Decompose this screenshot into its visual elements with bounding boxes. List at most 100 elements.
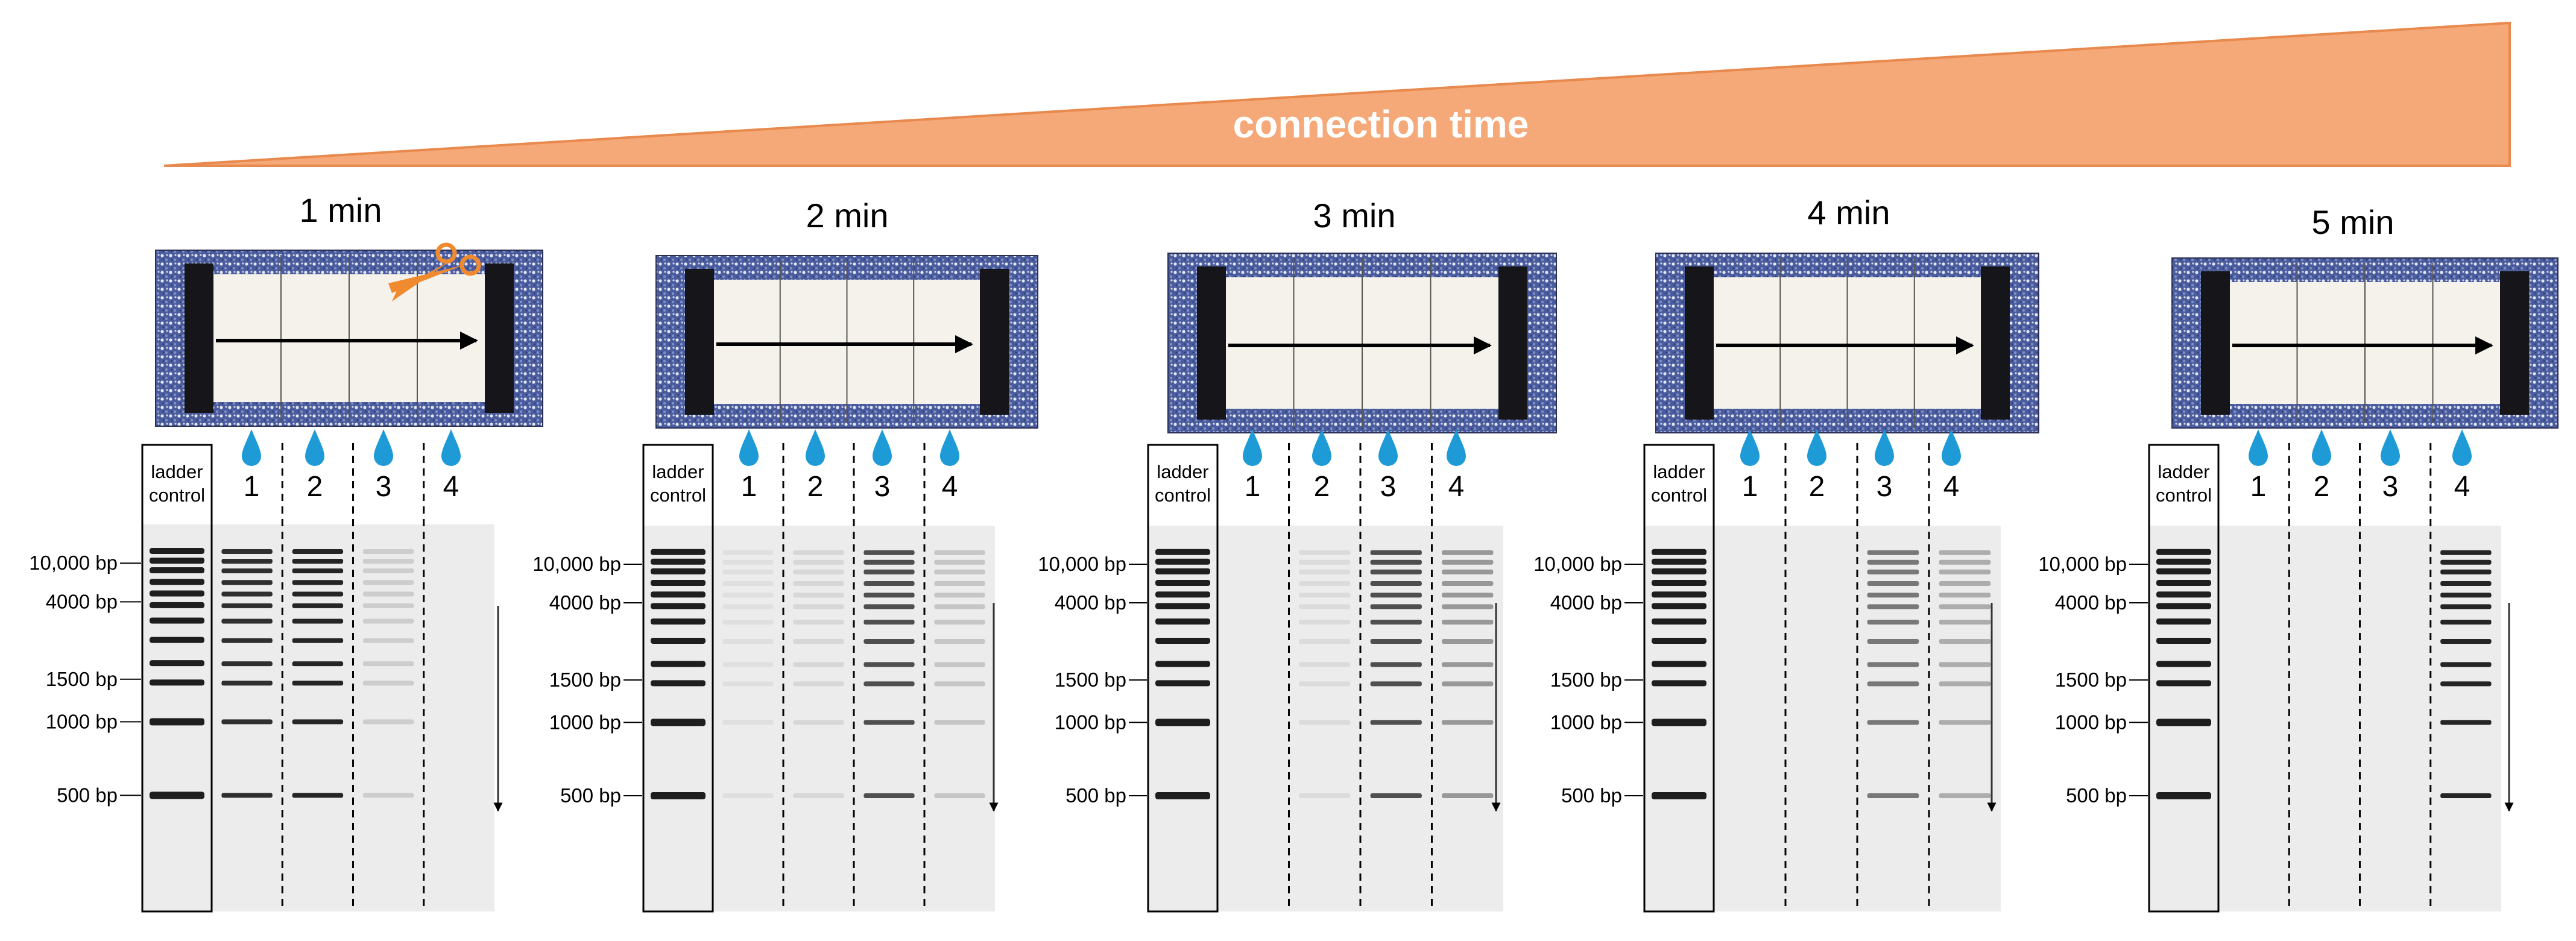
sample-band: [1370, 593, 1422, 598]
ladder-box: [642, 444, 714, 913]
ladder-label: control: [650, 485, 706, 506]
lane-number: 3: [1380, 471, 1397, 503]
water-drop-icon: [1447, 429, 1466, 466]
ladder-band: [651, 680, 706, 687]
right-pad: [2500, 271, 2529, 415]
lane-number: 2: [1314, 471, 1330, 503]
sample-band: [1442, 569, 1494, 574]
gel-image: [142, 524, 494, 911]
paper-strip: [1167, 253, 1557, 433]
ladder-band: [2156, 792, 2211, 799]
sample-band: [1299, 662, 1351, 667]
ladder-band: [2156, 680, 2211, 687]
sample-band: [1442, 559, 1494, 565]
sample-band: [221, 719, 273, 725]
size-marker-label: 1500 bp: [1550, 669, 1622, 691]
lane-number: 1: [741, 471, 757, 503]
panel-title: 4 min: [1808, 194, 1890, 231]
ladder-label: control: [2156, 485, 2212, 506]
water-drop-icon: [305, 429, 324, 466]
ladder-band: [2156, 568, 2211, 574]
sample-band: [722, 620, 774, 625]
sample-band: [1299, 581, 1351, 586]
ladder-band: [2156, 591, 2211, 598]
sample-band: [1939, 793, 1991, 798]
lane-number: 4: [2454, 471, 2470, 503]
sample-band: [1370, 720, 1422, 725]
sample-band: [362, 793, 414, 798]
ladder-band: [2156, 558, 2211, 565]
sample-band: [1370, 662, 1422, 667]
right-pad: [1498, 266, 1527, 420]
sample-band: [221, 568, 273, 574]
sample-band: [722, 662, 774, 667]
water-drop-icon: [1243, 429, 1262, 466]
size-marker-label: 4000 bp: [1055, 591, 1126, 614]
sample-band: [934, 720, 985, 725]
sample-band: [221, 793, 273, 798]
sample-band: [934, 681, 985, 687]
ladder-band: [2156, 638, 2211, 644]
sample-band: [362, 558, 414, 564]
panel-title: 3 min: [1313, 197, 1396, 234]
sample-band: [1299, 639, 1351, 644]
panel-title: 1 min: [300, 191, 382, 229]
lane-number: 3: [1877, 471, 1893, 503]
ladder-band: [651, 638, 706, 644]
size-marker-label: 4000 bp: [1550, 591, 1622, 614]
sample-band: [362, 618, 414, 624]
sample-band: [934, 620, 985, 625]
paper-strip: [2171, 257, 2559, 429]
sample-band: [863, 593, 915, 598]
size-marker-label: 10,000 bp: [532, 553, 621, 575]
sample-band: [221, 618, 273, 624]
sample-band: [1867, 620, 1919, 625]
sample-band: [793, 550, 844, 555]
sample-band: [2440, 639, 2492, 644]
lane-number: 4: [942, 471, 958, 503]
ladder-band: [1155, 618, 1210, 625]
water-drop-icon: [374, 429, 393, 466]
sample-band: [793, 681, 844, 687]
sample-band: [1442, 793, 1494, 798]
scissors-ring: [435, 242, 457, 264]
panels: 1 min ladder control 1 2 3 4 10,000 bp 4000 bp 15…: [29, 191, 2559, 913]
lane-number: 4: [1943, 471, 1960, 503]
ladder-band: [651, 603, 706, 609]
sample-band: [934, 593, 985, 598]
ladder-band: [1155, 603, 1210, 609]
sample-band: [362, 568, 414, 574]
sample-band: [1442, 620, 1494, 625]
sample-band: [1867, 604, 1919, 609]
sample-band: [1442, 604, 1494, 609]
sample-band: [863, 720, 915, 725]
sample-band: [292, 793, 344, 798]
sample-band: [1370, 604, 1422, 609]
sample-band: [1939, 639, 1991, 644]
ladder-box: [141, 444, 213, 913]
sample-band: [793, 569, 844, 574]
sample-band: [1370, 581, 1422, 586]
lane-number: 2: [807, 471, 824, 503]
ladder-label: ladder: [2158, 461, 2209, 482]
ladder-band: [1652, 792, 1706, 799]
sample-band: [1442, 593, 1494, 598]
sample-band: [934, 793, 985, 798]
sample-band: [863, 620, 915, 625]
sample-band: [863, 604, 915, 609]
ladder-band: [150, 679, 204, 686]
water-drop-icon: [2381, 429, 2400, 466]
sample-band: [1867, 550, 1919, 555]
water-drop-icon: [873, 429, 892, 466]
size-marker-label: 1500 bp: [2055, 669, 2127, 691]
water-drop-icon: [1875, 429, 1894, 466]
sample-band: [2440, 604, 2492, 609]
sample-band: [1939, 581, 1991, 586]
ladder-band: [2156, 603, 2211, 609]
ladder-band: [651, 661, 706, 667]
sample-band: [1939, 593, 1991, 598]
